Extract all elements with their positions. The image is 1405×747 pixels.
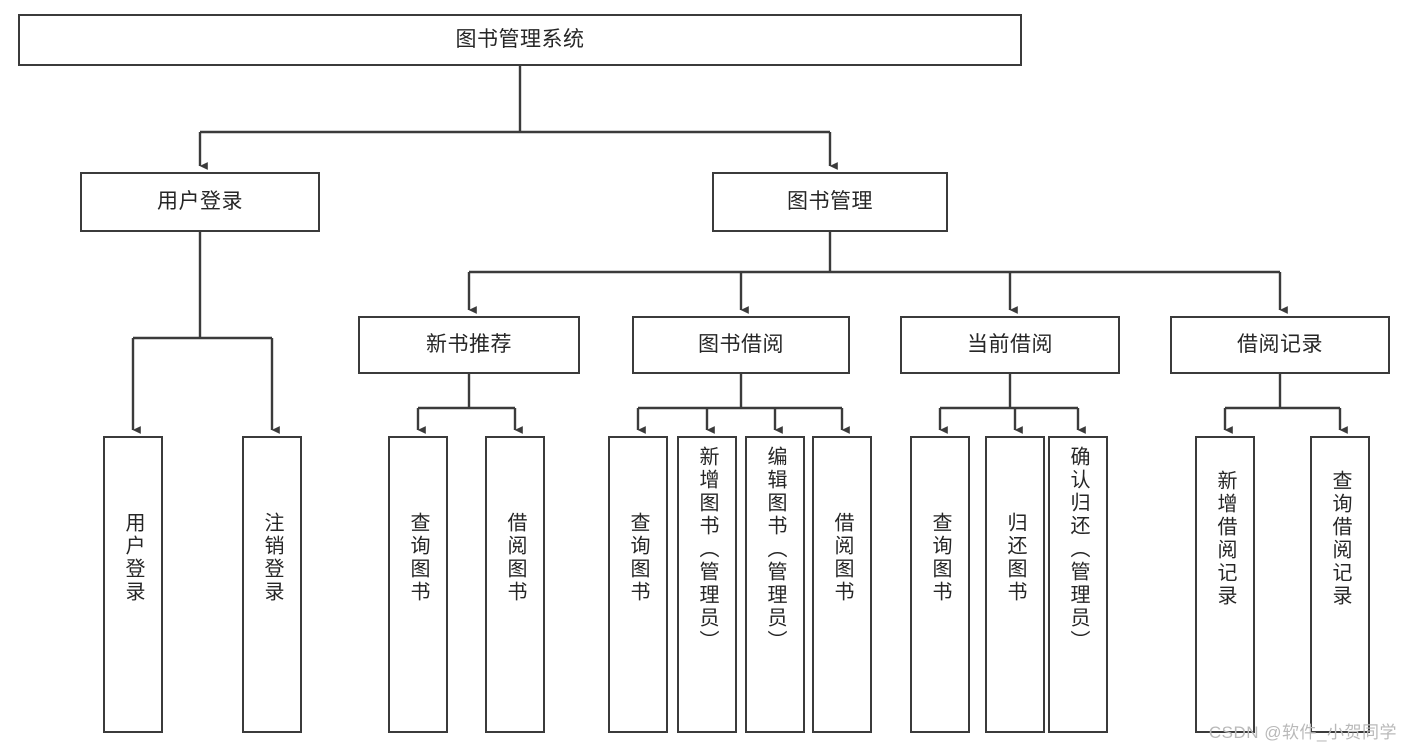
node-leaf-logout-label: 注销登录 xyxy=(261,512,283,604)
node-leaf-user-login[interactable]: 用户登录 xyxy=(103,436,163,733)
node-leaf-return-book-label: 归还图书 xyxy=(1004,512,1026,604)
node-user-login-label: 用户登录 xyxy=(157,189,243,213)
edges-booking-to-level3 xyxy=(467,232,1288,314)
node-leaf-borrow-book-recommend[interactable]: 借阅图书 xyxy=(485,436,545,733)
node-new-book-recommend-label: 新书推荐 xyxy=(426,332,512,356)
node-leaf-query-book-current-label: 查询图书 xyxy=(929,512,951,604)
node-leaf-query-book-recommend-label: 查询图书 xyxy=(407,512,429,604)
node-current-borrow-label: 当前借阅 xyxy=(967,332,1053,356)
node-borrow-record[interactable]: 借阅记录 xyxy=(1170,316,1390,374)
node-leaf-add-borrow-record[interactable]: 新增借阅记录 xyxy=(1195,436,1255,733)
node-borrow-record-label: 借阅记录 xyxy=(1237,332,1323,356)
node-leaf-query-borrow-record[interactable]: 查询借阅记录 xyxy=(1310,436,1370,733)
edges-bookborrow-to-leaves xyxy=(636,374,850,434)
node-leaf-borrow-book-recommend-label: 借阅图书 xyxy=(504,512,526,604)
edges-borrowrecord-to-leaves xyxy=(1223,374,1348,434)
node-leaf-query-book-current[interactable]: 查询图书 xyxy=(910,436,970,733)
node-leaf-query-book-recommend[interactable]: 查询图书 xyxy=(388,436,448,733)
node-leaf-query-book-borrow-label: 查询图书 xyxy=(627,512,649,604)
node-leaf-borrow-book[interactable]: 借阅图书 xyxy=(812,436,872,733)
node-user-login[interactable]: 用户登录 xyxy=(80,172,320,232)
node-book-borrow[interactable]: 图书借阅 xyxy=(632,316,850,374)
node-leaf-borrow-book-label: 借阅图书 xyxy=(831,512,853,604)
node-leaf-return-book[interactable]: 归还图书 xyxy=(985,436,1045,733)
node-leaf-edit-book-admin[interactable]: 编辑图书（管理员） xyxy=(745,436,805,733)
csdn-watermark: CSDN @软件_小贺同学 xyxy=(1208,723,1397,742)
node-leaf-edit-book-admin-label: 编辑图书（管理员） xyxy=(764,446,786,653)
node-leaf-add-book-admin-label: 新增图书（管理员） xyxy=(696,446,718,653)
node-leaf-add-book-admin[interactable]: 新增图书（管理员） xyxy=(677,436,737,733)
edges-currentborrow-to-leaves xyxy=(938,374,1086,434)
node-leaf-confirm-return-admin-label: 确认归还（管理员） xyxy=(1067,446,1089,653)
node-leaf-logout[interactable]: 注销登录 xyxy=(242,436,302,733)
edges-root-to-level2 xyxy=(198,66,838,170)
node-leaf-add-borrow-record-label: 新增借阅记录 xyxy=(1214,470,1236,608)
node-book-borrow-label: 图书借阅 xyxy=(698,332,784,356)
edges-userlogin-to-leaves xyxy=(131,232,280,434)
edges-recommend-to-leaves xyxy=(416,374,523,434)
node-new-book-recommend[interactable]: 新书推荐 xyxy=(358,316,580,374)
node-leaf-query-book-borrow[interactable]: 查询图书 xyxy=(608,436,668,733)
node-book-management[interactable]: 图书管理 xyxy=(712,172,948,232)
node-root[interactable]: 图书管理系统 xyxy=(18,14,1022,66)
node-leaf-query-borrow-record-label: 查询借阅记录 xyxy=(1329,470,1351,608)
node-leaf-user-login-label: 用户登录 xyxy=(122,512,144,604)
node-book-management-label: 图书管理 xyxy=(787,189,873,213)
node-root-label: 图书管理系统 xyxy=(455,27,585,51)
node-current-borrow[interactable]: 当前借阅 xyxy=(900,316,1120,374)
node-leaf-confirm-return-admin[interactable]: 确认归还（管理员） xyxy=(1048,436,1108,733)
